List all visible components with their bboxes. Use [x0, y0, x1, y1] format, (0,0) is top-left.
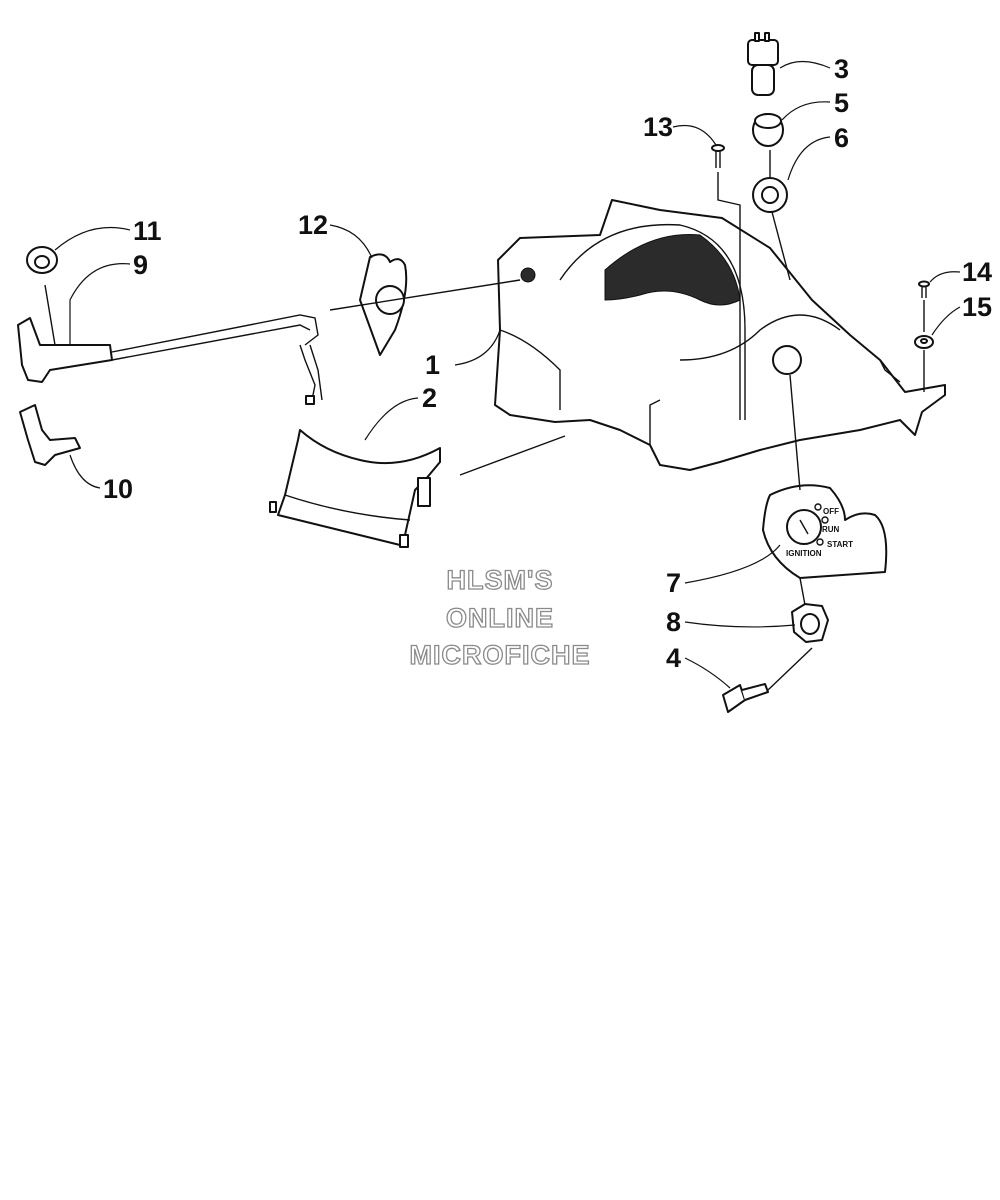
callout-11: 11	[133, 216, 162, 246]
small-screw	[918, 280, 930, 298]
ignition-plate: OFF RUN START IGNITION	[762, 484, 888, 579]
key	[722, 647, 813, 713]
off-label: OFF	[823, 507, 839, 516]
decal	[329, 253, 521, 356]
callout-12: 12	[298, 210, 328, 240]
watermark-line-1: HLSM'S	[447, 565, 554, 595]
watermark-line-2: ONLINE	[446, 603, 554, 633]
screw	[711, 144, 741, 420]
callout-labels: 3 5 6 13 14 15 11 9 12 1 2 10 7 8 4	[103, 54, 992, 673]
callout-7: 7	[666, 568, 681, 598]
ignition-switch	[747, 32, 779, 96]
nut	[26, 246, 58, 346]
leader-lines	[54, 60, 961, 689]
watermark-line-3: MICROFICHE	[410, 640, 591, 670]
switch-bezel	[752, 113, 784, 147]
callout-14: 14	[962, 257, 992, 287]
callout-9: 9	[133, 250, 148, 280]
watermark: HLSM'S ONLINE MICROFICHE	[409, 564, 591, 670]
lock-washer	[752, 177, 788, 213]
callout-8: 8	[666, 607, 681, 637]
throttle-lever	[19, 404, 81, 466]
callout-10: 10	[103, 474, 133, 504]
console-housing	[494, 199, 946, 471]
callout-13: 13	[643, 112, 673, 142]
ignition-label: IGNITION	[786, 549, 822, 558]
callout-5: 5	[834, 88, 849, 118]
start-label: START	[827, 540, 853, 549]
washer	[914, 300, 934, 392]
run-label: RUN	[822, 525, 840, 534]
callout-6: 6	[834, 123, 849, 153]
callout-4: 4	[666, 643, 681, 673]
throttle-assembly	[17, 314, 323, 405]
callout-2: 2	[422, 383, 437, 413]
callout-3: 3	[834, 54, 849, 84]
callout-15: 15	[962, 292, 992, 322]
lower-cover	[269, 429, 566, 548]
ignition-nut	[791, 603, 829, 643]
callout-1: 1	[425, 350, 440, 380]
